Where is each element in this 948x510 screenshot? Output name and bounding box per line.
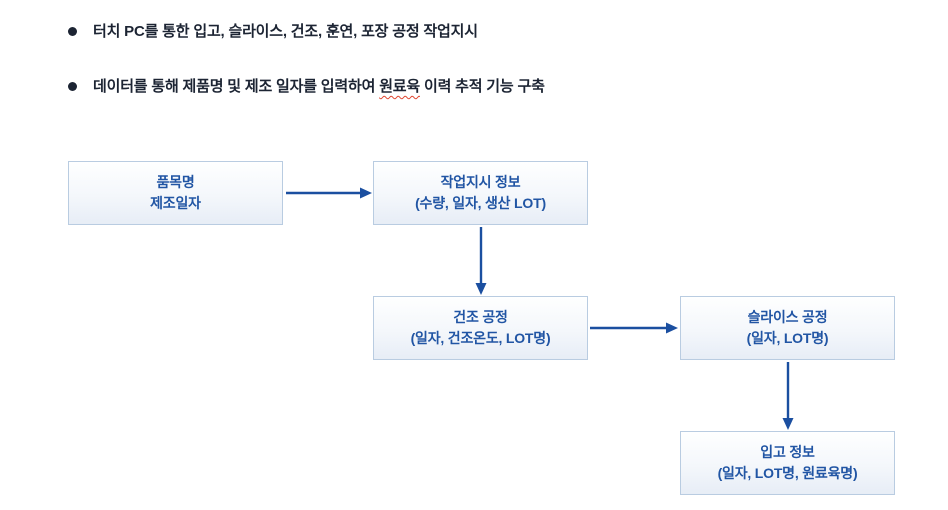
node-title: 입고 정보 bbox=[760, 444, 815, 460]
bullet-text-2-part1: 데이터를 통해 제품명 및 제조 일자를 입력하여 bbox=[93, 78, 380, 95]
node-title: 작업지시 정보 bbox=[440, 174, 521, 190]
node-subtitle: (수량, 일자, 생산 LOT) bbox=[415, 195, 546, 211]
flow-node-drying-process: 건조 공정 (일자, 건조온도, LOT명) bbox=[373, 296, 588, 360]
flow-node-work-order-info: 작업지시 정보 (수량, 일자, 생산 LOT) bbox=[373, 161, 588, 225]
arrow-slice-to-inbound bbox=[782, 362, 794, 430]
bullet-text-2-part2: 이력 추적 기능 구축 bbox=[420, 78, 545, 95]
arrow-item-to-workorder bbox=[286, 187, 372, 199]
flow-node-inbound-info: 입고 정보 (일자, LOT명, 원료육명) bbox=[680, 431, 895, 495]
bullet-text-2-misspelled-word: 원료육 bbox=[379, 78, 420, 95]
bullet-dot-icon bbox=[68, 82, 77, 91]
node-subtitle: (일자, LOT명) bbox=[746, 330, 829, 346]
node-title: 슬라이스 공정 bbox=[747, 309, 828, 325]
bullet-dot-icon bbox=[68, 27, 77, 36]
arrow-drying-to-slice bbox=[590, 322, 678, 334]
bullet-item-1: 터치 PC를 통한 입고, 슬라이스, 건조, 훈연, 포장 공정 작업지시 bbox=[68, 22, 478, 42]
arrow-workorder-to-drying bbox=[475, 227, 487, 295]
flow-node-slice-process: 슬라이스 공정 (일자, LOT명) bbox=[680, 296, 895, 360]
bullet-item-2: 데이터를 통해 제품명 및 제조 일자를 입력하여 원료육 이력 추적 기능 구… bbox=[68, 77, 545, 97]
node-subtitle: (일자, 건조온도, LOT명) bbox=[410, 330, 551, 346]
node-title: 품목명 bbox=[156, 174, 195, 190]
node-title: 건조 공정 bbox=[453, 309, 508, 325]
bullet-text-2: 데이터를 통해 제품명 및 제조 일자를 입력하여 원료육 이력 추적 기능 구… bbox=[93, 77, 545, 97]
bullet-text-1: 터치 PC를 통한 입고, 슬라이스, 건조, 훈연, 포장 공정 작업지시 bbox=[93, 23, 478, 40]
flow-node-item-name: 품목명 제조일자 bbox=[68, 161, 283, 225]
node-subtitle: 제조일자 bbox=[150, 195, 201, 211]
node-subtitle: (일자, LOT명, 원료육명) bbox=[717, 465, 858, 481]
